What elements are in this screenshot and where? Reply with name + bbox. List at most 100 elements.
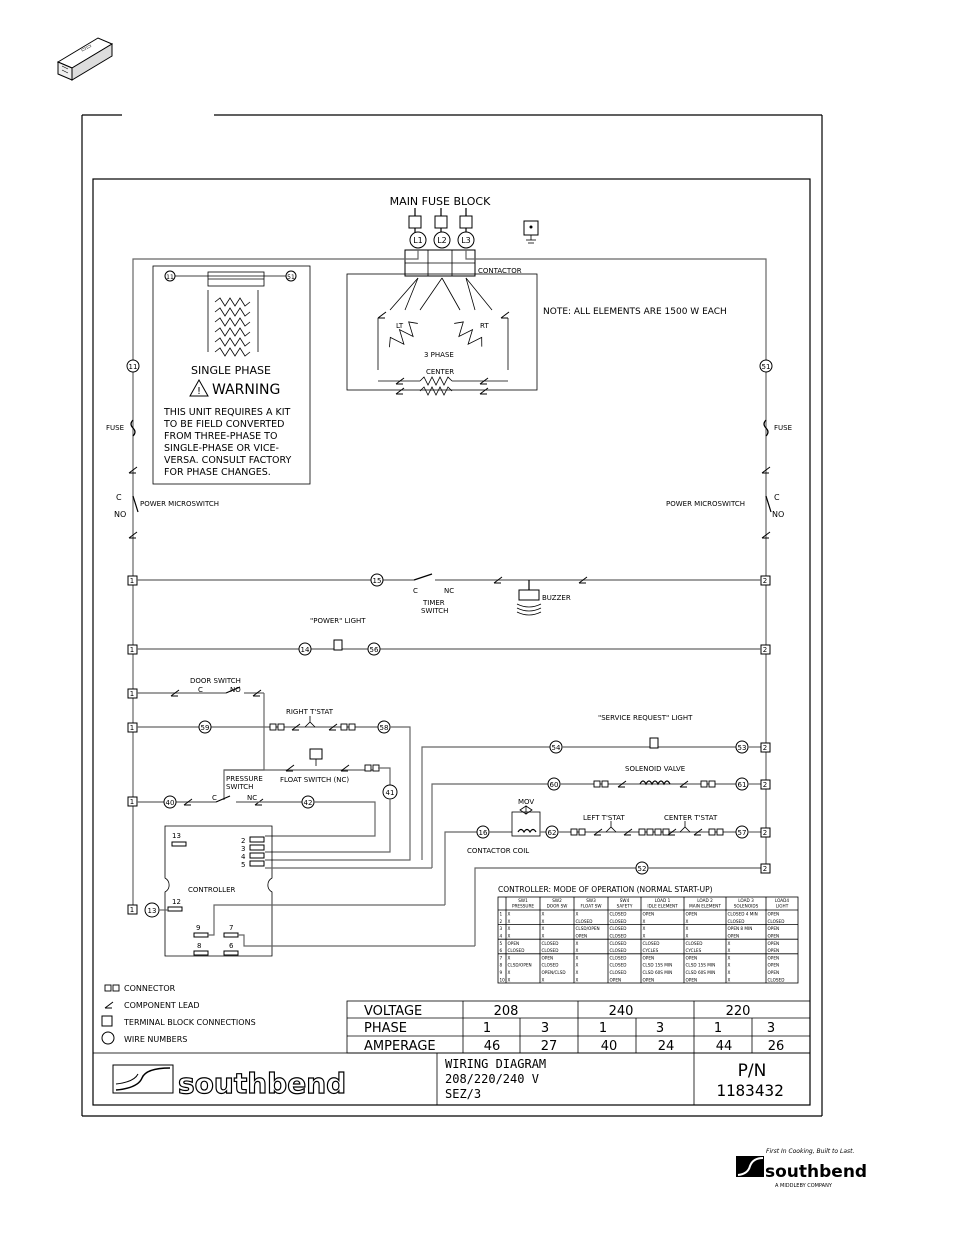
pn-label: P/N (738, 1061, 767, 1081)
mode-header-sub-2: DOOR SW (547, 904, 568, 909)
legend-lead: COMPONENT LEAD (124, 1001, 200, 1010)
wire-60: 60 (550, 781, 559, 789)
pressure-float-rung: FLOAT SWITCH (NC) 41 PRESSURE SWITCH 1 4… (127, 748, 398, 853)
wire-40: 40 (166, 799, 175, 807)
single-phase-title: SINGLE PHASE (191, 364, 271, 377)
right-column: 51 FUSE C NO POWER MICROSWITCH (666, 359, 792, 539)
wire-62: 62 (548, 829, 557, 837)
door-switch-label: DOOR SWITCH (190, 677, 241, 685)
mode-row-9-col-4: CLOSED (610, 970, 627, 975)
fuse-term-l3: L3 (461, 236, 471, 245)
svg-text:1: 1 (130, 646, 134, 654)
svg-text:8: 8 (197, 942, 201, 950)
svg-text:4: 4 (241, 853, 246, 861)
svg-text:▭▭: ▭▭ (80, 42, 93, 54)
mode-row-1-col-5: OPEN (643, 912, 655, 917)
mode-header-sub-5: IDLE ELEMENT (647, 904, 678, 909)
mode-row-8-col-4: CLOSED (610, 963, 627, 968)
mode-row-7-col-4: CLOSED (610, 955, 627, 960)
mode-header-8: LOAD4 (775, 898, 789, 903)
mode-row-6-col-8: OPEN (768, 948, 780, 953)
mode-row-6-col-5: CYCLES (643, 948, 659, 953)
c-left: C (116, 493, 122, 502)
mode-header-sub-7: SOLENOIDS (734, 904, 759, 909)
svg-text:2: 2 (241, 837, 245, 845)
svg-text:26: 26 (768, 1039, 785, 1054)
mode-row-7-col-0: 7 (500, 955, 503, 960)
mode-row-8-col-2: CLOSED (542, 963, 559, 968)
mode-row-2-col-1: X (508, 919, 511, 924)
mode-row-5-col-2: CLOSED (542, 941, 559, 946)
right-tstat-label: RIGHT T'STAT (286, 708, 334, 716)
door-switch-rung: 1 DOOR SWITCH C NO (127, 677, 265, 800)
voltage-208: 208 (494, 1004, 519, 1019)
svg-text:NC: NC (247, 794, 257, 802)
power-rails (132, 250, 767, 910)
wiring-diagram-label: WIRING DIAGRAM (445, 1057, 546, 1071)
mode-row-6-col-3: X (576, 948, 579, 953)
mode-row-8-col-8: OPEN (768, 963, 780, 968)
mode-row-9-col-8: OPEN (768, 970, 780, 975)
svg-text:2: 2 (763, 646, 767, 654)
three-phase-elements: LT RT 3 PHASE CENTER NOTE: ALL ELEMENTS … (377, 277, 727, 396)
wire-13: 13 (148, 907, 157, 915)
mode-row-9-col-2: OPEN/CLSD (542, 970, 566, 975)
mode-row-4-col-1: X (508, 934, 511, 939)
part-number: 1183432 (716, 1081, 783, 1100)
power-microswitch-left: POWER MICROSWITCH (140, 500, 219, 508)
wire-61: 61 (738, 781, 747, 789)
mode-row-4-col-6: X (686, 934, 689, 939)
mode-row-8-col-1: CLSD/OPEN (508, 963, 532, 968)
mode-row-2-col-0: 2 (500, 919, 503, 924)
mode-row-8-col-7: X (728, 963, 731, 968)
wire-15: 15 (373, 577, 382, 585)
mode-row-1-col-7: CLOSED 4 MIN (728, 912, 758, 917)
mode-header-sub-4: SAFETY (617, 904, 633, 909)
voltage-240: 240 (609, 1004, 634, 1019)
wire-42: 42 (304, 799, 313, 807)
mode-row-5-col-8: OPEN (768, 941, 780, 946)
svg-text:24: 24 (658, 1039, 675, 1054)
mode-row-10-col-3: X (576, 977, 579, 982)
wire-41: 41 (386, 789, 395, 797)
svg-text:2: 2 (763, 781, 767, 789)
mode-row-3-col-3: CLSD/OPEN (576, 926, 600, 931)
svg-text:44: 44 (716, 1039, 733, 1054)
mode-header-1: SW1 (518, 898, 528, 903)
mode-row-2-col-3: CLOSED (576, 919, 593, 924)
c-right: C (774, 493, 780, 502)
mode-row-7-col-7: X (728, 955, 731, 960)
legend: CONNECTOR COMPONENT LEAD TERMINAL BLOCK … (101, 984, 256, 1045)
power-light-label: "POWER" LIGHT (310, 617, 366, 625)
warning-line-5: VERSA. CONSULT FACTORY (164, 455, 292, 466)
svg-text:2: 2 (763, 829, 767, 837)
wire-56: 56 (370, 646, 379, 654)
mode-row-10-col-6: OPEN (686, 977, 698, 982)
contactor-coil-rung: 16 MOV CONTACTOR COIL 62 LEFT T'STAT CEN… (444, 798, 771, 946)
svg-text:2: 2 (763, 865, 767, 873)
service-light-label: "SERVICE REQUEST" LIGHT (598, 714, 693, 722)
lt-label: LT (396, 322, 404, 330)
right-tstat-rung: 1 59 RIGHT T'STAT 58 (127, 708, 411, 861)
switch-label: SWITCH (421, 607, 448, 615)
svg-text:1: 1 (714, 1021, 722, 1036)
svg-text:1: 1 (130, 577, 134, 585)
timer-label: TIMER (422, 599, 445, 607)
wire-58: 58 (380, 724, 389, 732)
controller-label: CONTROLLER (188, 886, 236, 894)
elements-note: NOTE: ALL ELEMENTS ARE 1500 W EACH (543, 307, 727, 317)
svg-text:13: 13 (172, 832, 181, 840)
mode-row-2-col-7: CLOSED (728, 919, 745, 924)
mode-row-7-col-2: OPEN (542, 955, 554, 960)
mode-row-1-col-1: X (508, 912, 511, 917)
mode-row-10-col-7: X (728, 977, 731, 982)
manual-section-icon: ▭▭ (56, 37, 114, 81)
mode-row-5-col-6: CLOSED (686, 941, 703, 946)
pressure-switch-label-2: SWITCH (226, 783, 253, 791)
warning-line-2: TO BE FIELD CONVERTED (163, 419, 285, 430)
svg-text:3: 3 (241, 845, 245, 853)
mode-row-4-col-0: 4 (500, 934, 503, 939)
mode-row-7-col-6: OPEN (686, 955, 698, 960)
voltage-220: 220 (726, 1004, 751, 1019)
mode-row-8-col-6: CLSD 15S MIN (686, 963, 716, 968)
